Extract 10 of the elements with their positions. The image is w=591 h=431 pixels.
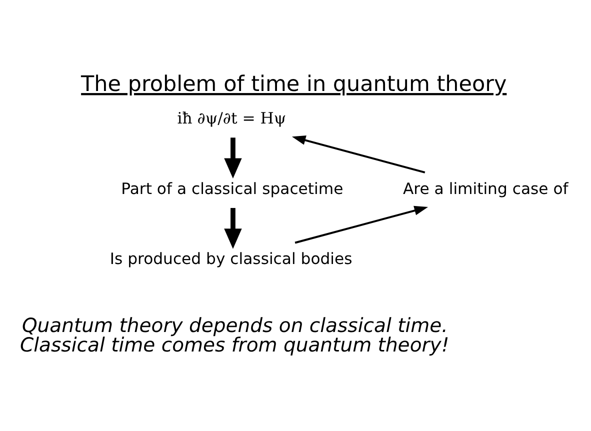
arrow	[224, 208, 242, 249]
label: Quantum theory depends on classical time.	[22, 314, 448, 337]
node-text: Is produced by classical bodies	[110, 249, 352, 268]
node-text: Part of a classical spacetime	[121, 178, 344, 198]
diagram-title: The problem of time in quantum theory	[81, 72, 507, 98]
node-text: Are a limiting case of	[402, 178, 568, 198]
arrow	[294, 206, 428, 244]
arrow	[224, 138, 242, 178]
node-text: iħ ∂ψ/∂t = Hψ	[177, 108, 286, 128]
arrow	[292, 136, 426, 174]
